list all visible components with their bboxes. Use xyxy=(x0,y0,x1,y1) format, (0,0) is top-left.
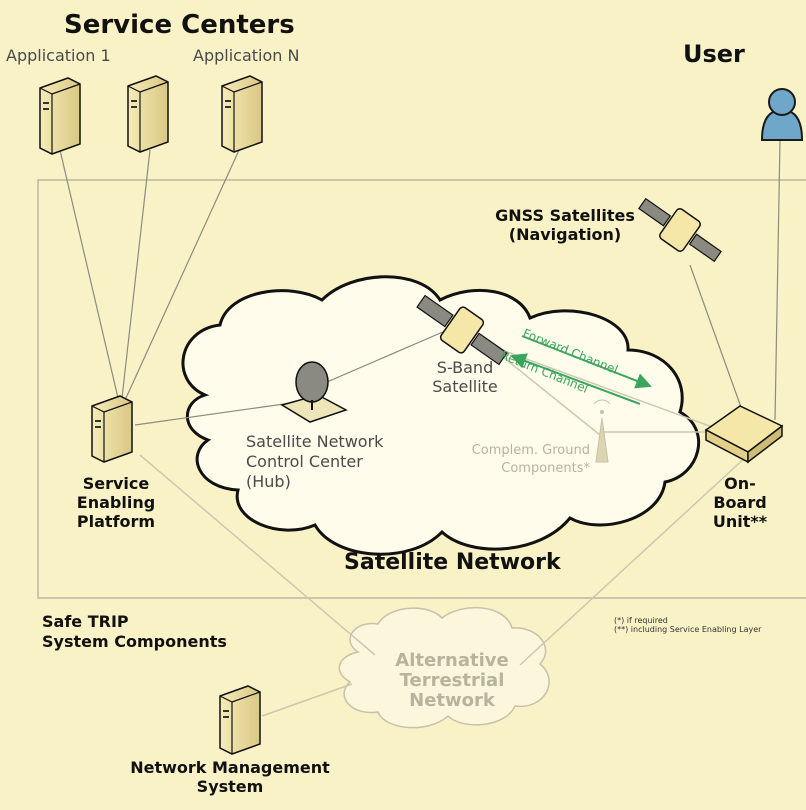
control-center-label: Satellite Network Control Center (Hub) xyxy=(246,432,384,491)
user-label: User xyxy=(683,40,745,68)
footnote: (*) if required (**) including Service E… xyxy=(614,616,762,634)
system-components-label: Safe TRIP System Components xyxy=(42,612,227,651)
on-board-unit-icon xyxy=(704,405,784,464)
server-icon xyxy=(91,395,133,463)
application-n-label: Application N xyxy=(193,46,300,65)
sband-satellite-label: S-Band Satellite xyxy=(432,358,498,396)
forward-channel-arrow xyxy=(521,335,652,389)
alternative-network-label: Alternative Terrestrial Network xyxy=(395,650,509,711)
network-management-label: Network Management System xyxy=(130,758,330,796)
satellite-network-label: Satellite Network xyxy=(344,550,561,575)
gnss-satellite-icon xyxy=(638,197,722,263)
terrestrial-network-cloud xyxy=(338,606,550,729)
sband-satellite-icon xyxy=(416,294,508,366)
system-boundary xyxy=(37,179,806,599)
ground-components-label: Complem. Ground Components* xyxy=(471,443,590,476)
service-enabling-platform-label: Service Enabling Platform xyxy=(76,474,156,531)
service-centers-title: Service Centers xyxy=(64,10,295,40)
application-1-label: Application 1 xyxy=(6,46,111,65)
server-icon xyxy=(39,77,81,155)
user-icon xyxy=(760,88,804,141)
satellite-dish-icon xyxy=(280,361,348,423)
gnss-satellites-label: GNSS Satellites (Navigation) xyxy=(495,206,635,244)
server-icon xyxy=(127,75,169,153)
ground-antenna-icon xyxy=(593,399,611,463)
server-icon xyxy=(219,685,261,755)
server-icon xyxy=(221,75,263,153)
on-board-unit-label: On- Board Unit** xyxy=(712,474,768,531)
satellite-network-cloud xyxy=(181,275,700,556)
connections xyxy=(59,139,781,426)
return-channel-arrow xyxy=(510,353,641,405)
